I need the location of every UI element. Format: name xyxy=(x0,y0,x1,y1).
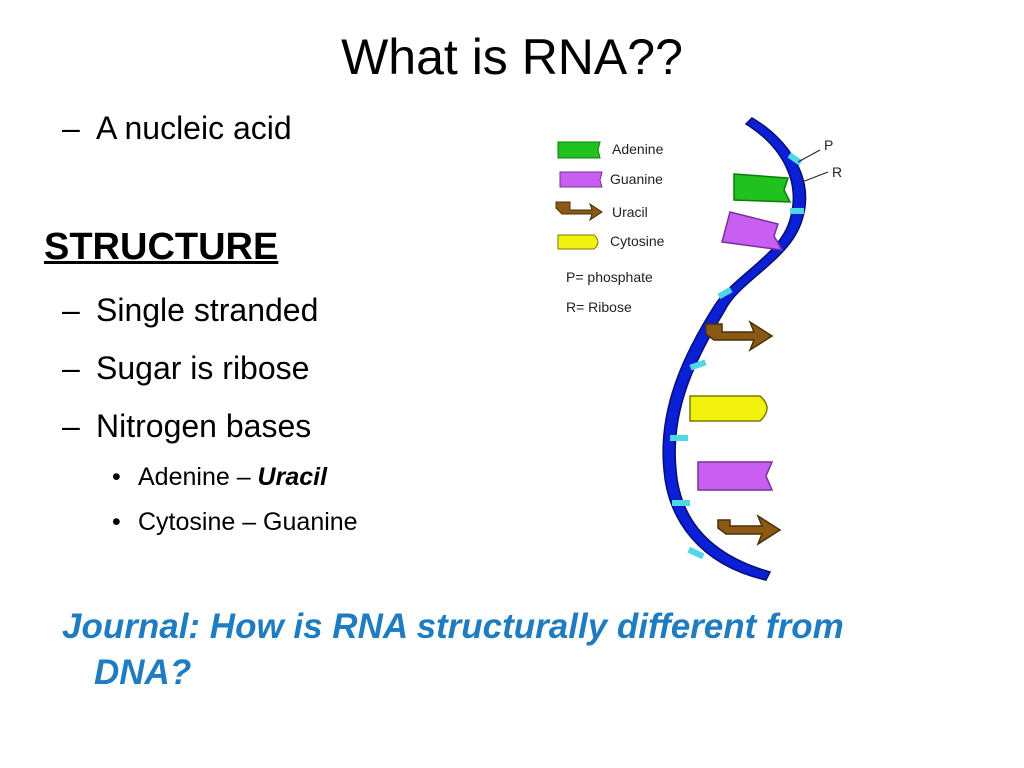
phosphate-marker xyxy=(687,546,705,560)
guanine-legend-swatch xyxy=(559,171,603,188)
phosphate-marker xyxy=(787,152,803,166)
pair-right-emphasis: Uracil xyxy=(257,463,328,491)
bullet-dot: • xyxy=(112,508,121,536)
cytosine-legend-swatch xyxy=(557,234,599,250)
label-r: R xyxy=(832,164,842,180)
legend-cytosine-label: Cytosine xyxy=(610,233,665,249)
pair-adenine-uracil: • Adenine – Uracil xyxy=(112,461,327,493)
uracil-legend-swatch xyxy=(555,201,603,222)
journal-line-2: DNA? xyxy=(94,653,192,692)
guanine-base xyxy=(721,211,784,251)
adenine-legend-swatch xyxy=(557,141,601,159)
slide-title: What is RNA?? xyxy=(341,29,683,85)
uracil-base-2 xyxy=(717,514,782,546)
structure-heading: STRUCTURE xyxy=(44,226,279,268)
p-pointer-line xyxy=(797,149,821,163)
dash-bullet: – xyxy=(62,292,80,328)
journal-prompt: Journal: How is RNA structurally differe… xyxy=(62,604,962,696)
bullet-dot: • xyxy=(112,463,121,491)
point-single-stranded: –Single stranded xyxy=(62,290,318,330)
intro-text: A nucleic acid xyxy=(96,110,292,146)
legend-note-ribose: R= Ribose xyxy=(566,299,632,315)
pair-left: Adenine – xyxy=(138,463,258,491)
journal-line-1: Journal: How is RNA structurally differe… xyxy=(62,607,844,646)
phosphate-marker xyxy=(672,500,690,506)
adenine-base xyxy=(733,173,792,203)
point-sugar-ribose: –Sugar is ribose xyxy=(62,348,309,388)
rna-diagram: Adenine Guanine Uracil Cytosine P= phosp… xyxy=(555,117,842,581)
phosphate-markers xyxy=(670,152,804,560)
dash-bullet: – xyxy=(62,408,80,444)
intro-point: –A nucleic acid xyxy=(62,108,292,148)
diagram-legend: Adenine Guanine Uracil Cytosine P= phosp… xyxy=(555,141,665,315)
r-pointer-line xyxy=(801,171,829,183)
point-nitrogen-bases: –Nitrogen bases xyxy=(62,406,311,446)
dash-bullet: – xyxy=(62,350,80,386)
phosphate-marker xyxy=(689,359,707,371)
phosphate-marker xyxy=(790,208,804,214)
legend-note-phosphate: P= phosphate xyxy=(566,269,653,285)
guanine-base-2 xyxy=(697,461,774,491)
legend-adenine-label: Adenine xyxy=(612,141,664,157)
point-text: Single stranded xyxy=(96,292,319,328)
dash-bullet: – xyxy=(62,110,80,146)
phosphate-marker xyxy=(670,435,688,441)
legend-uracil-label: Uracil xyxy=(612,204,648,220)
uracil-base-1 xyxy=(705,320,774,352)
pair-cytosine-guanine: • Cytosine – Guanine xyxy=(112,506,358,538)
cytosine-base xyxy=(689,395,768,422)
point-text: Sugar is ribose xyxy=(96,350,310,386)
phosphate-marker xyxy=(717,286,733,300)
pair-left: Cytosine – Guanine xyxy=(138,508,358,536)
label-p: P xyxy=(824,137,833,153)
rna-backbone xyxy=(662,117,807,581)
legend-guanine-label: Guanine xyxy=(610,171,663,187)
point-text: Nitrogen bases xyxy=(96,408,312,444)
